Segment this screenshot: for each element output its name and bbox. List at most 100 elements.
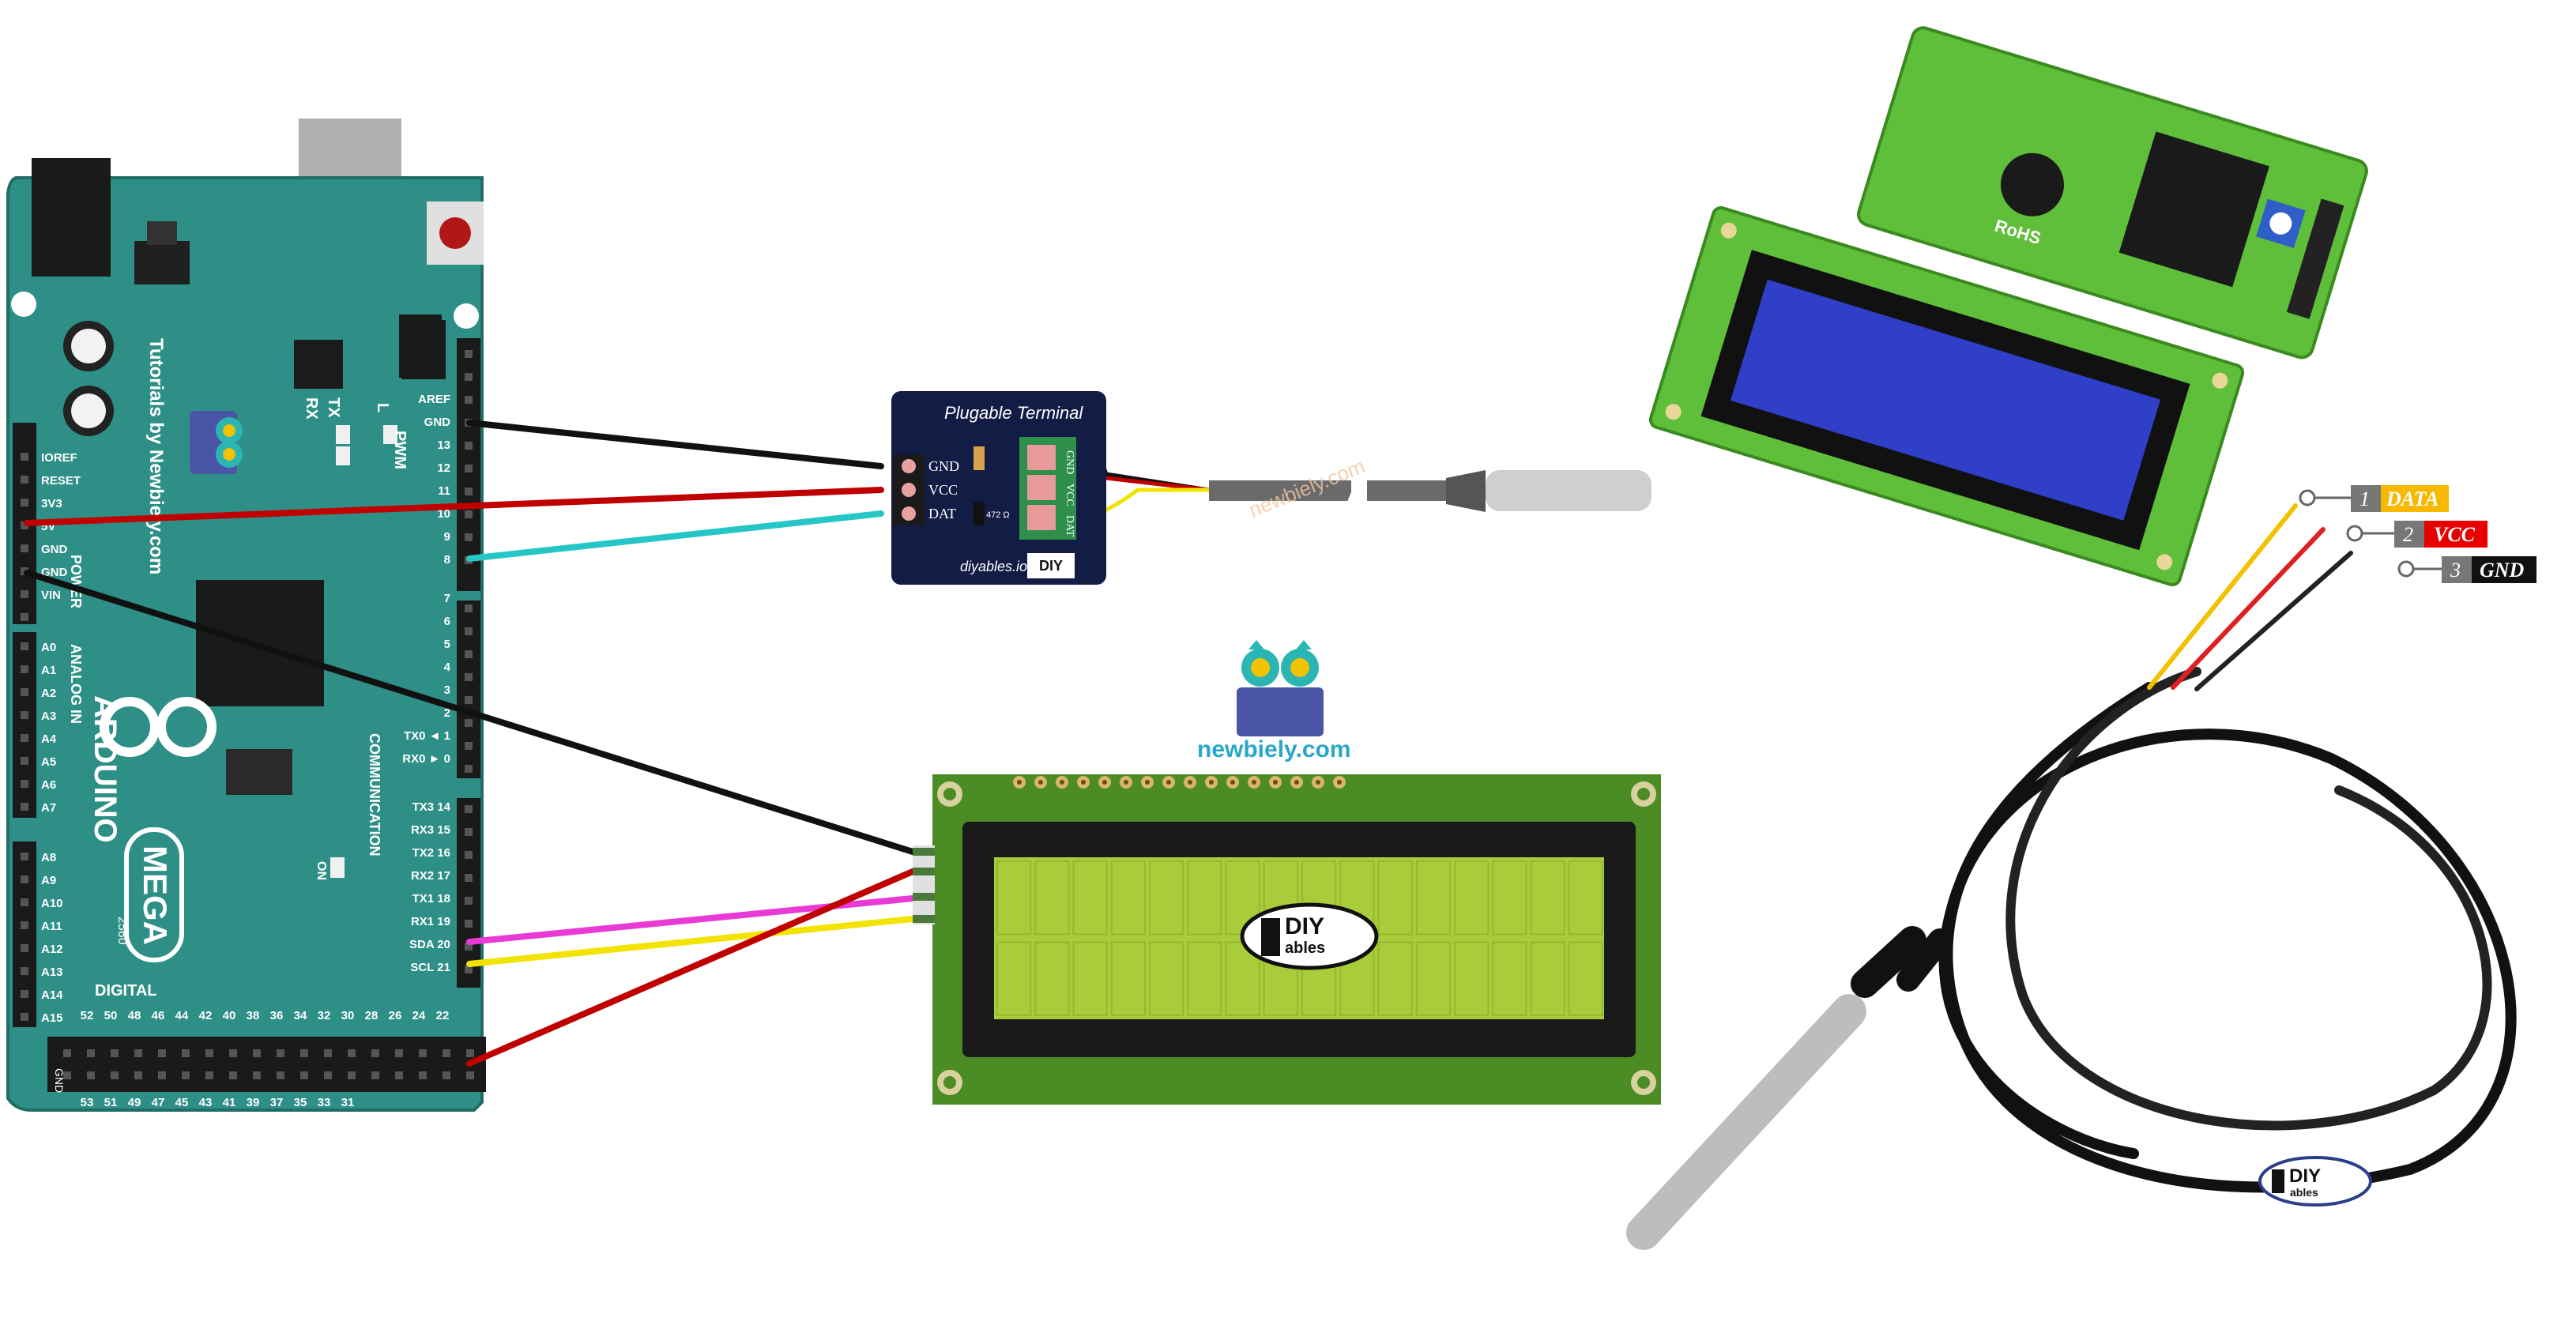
pwm-pin-label: 7 [444,592,450,605]
lcd-char-cell [1072,941,1108,1016]
header-hole [134,1071,142,1079]
digital-pin-label: 51 [104,1096,118,1109]
digital-header [47,1037,486,1092]
header-hole [21,898,28,906]
analog-pin-label: A9 [41,874,56,887]
lcd-pin-hole [1060,780,1064,785]
analog-pin-label: A6 [41,778,56,792]
svg-text:POWER: POWER [68,555,84,608]
lcd-pin-hole [1081,780,1086,785]
header-hole [466,1071,474,1079]
header-hole [465,696,473,704]
pwm-pin-label: 12 [437,461,450,475]
owl-logo-icon [190,411,243,474]
analog-pin-label: A3 [41,710,56,723]
svg-text:1: 1 [2359,488,2370,510]
header-hole [300,1049,308,1057]
header-hole [158,1049,166,1057]
header-hole [465,966,473,973]
analog-pin-label: A7 [41,801,56,815]
comm-pin-label: RX1 19 [411,915,450,928]
digital-pin-label: 44 [175,1009,189,1022]
header-hole [21,688,28,696]
digital-pin-label: 38 [247,1009,260,1022]
analog-pin-label: A5 [41,755,56,769]
pwm-pin-label: 13 [437,439,450,452]
power-pin-label: GND [41,543,68,556]
header-hole [21,803,28,811]
lcd-pin-hole [1102,780,1107,785]
comm-pin-label: RX2 17 [411,869,450,883]
terminal-pin-gnd: GND [928,458,959,474]
terminal-title: Plugable Terminal [944,403,1083,423]
digital-pin-label: 41 [223,1096,236,1109]
header-hole [443,1049,450,1057]
svg-text:MEGA: MEGA [137,845,174,945]
comm-pin-label: RX3 15 [411,823,450,837]
power-jack [32,158,111,277]
header-hole [465,828,473,836]
digital-pin-label: 26 [389,1009,402,1022]
plugable-terminal-module: Plugable Terminal GND VCC DAT 472 Ω GND … [891,391,1106,585]
analog-pin-label: A12 [41,943,63,956]
header-hole [21,521,28,529]
header-hole [465,943,473,951]
analog-pin-label: A15 [41,1011,63,1025]
arduino-mega-board: Tutorials by Newbiely.com ARDUINO MEGA 2… [6,119,494,1112]
lcd-char-cell [1530,860,1565,936]
digital-pin-label: 40 [223,1009,236,1022]
svg-text:5V: 5V [481,1024,494,1038]
lcd-char-cell [1492,860,1527,936]
header-hole [348,1071,356,1079]
header-hole [395,1071,403,1079]
analog-pin-label: A14 [41,988,63,1002]
header-hole [21,967,28,975]
pwm-pin-label: 4 [444,661,451,674]
header-hole [253,1071,261,1079]
comm-pin-label: SDA 20 [409,938,450,951]
lcd-char-cell [996,860,1032,936]
temperature-probe: newbiely.com [1209,454,1651,522]
lcd-pin-hole [1316,780,1320,785]
pwm-pin-label: GND [424,416,451,429]
power-pin-label: VIN [41,589,61,602]
lcd-top-pins [1013,776,1346,789]
newbiely-logo: newbiely.com [1197,640,1351,762]
header-hole [465,604,473,612]
lcd-char-cell [1187,941,1222,1016]
lcd-char-cell [1415,860,1451,936]
lcd-char-cell [1454,860,1489,936]
wire-pin8-data [466,510,884,562]
svg-text:DATA: DATA [2386,488,2439,510]
header-hole [465,510,473,518]
header-hole [465,719,473,727]
comm-pin-label: TX2 16 [412,846,450,860]
header-hole [229,1049,237,1057]
digital-pin-label: 43 [199,1096,213,1109]
svg-text:ables: ables [1285,939,1325,957]
header-hole [21,1013,28,1021]
digital-pin-label: 45 [175,1096,189,1109]
mega-badge: MEGA [124,827,184,962]
header-hole [87,1049,95,1057]
pwm-pin-label: 5 [444,638,450,651]
svg-text:2: 2 [2403,523,2413,546]
power-pin-label: IOREF [41,451,77,465]
lcd-photo-screen [1731,279,2161,521]
lcd-char-cell [1377,860,1413,936]
lcd-char-cell [1034,860,1070,936]
analog-pin-label: A13 [41,966,63,979]
header-hole [63,1071,71,1079]
lcd-pin-hole [1017,780,1022,785]
lcd-char-cell [1187,860,1222,936]
analog-pin-label: A4 [41,732,57,746]
svg-text:GND: GND [53,1068,66,1093]
header-hole [466,1049,474,1057]
header-hole [419,1049,427,1057]
wire-scl-lcd [466,916,916,967]
header-hole [134,1049,142,1057]
svg-text:DAT: DAT [1064,515,1075,537]
header-hole [21,544,28,552]
